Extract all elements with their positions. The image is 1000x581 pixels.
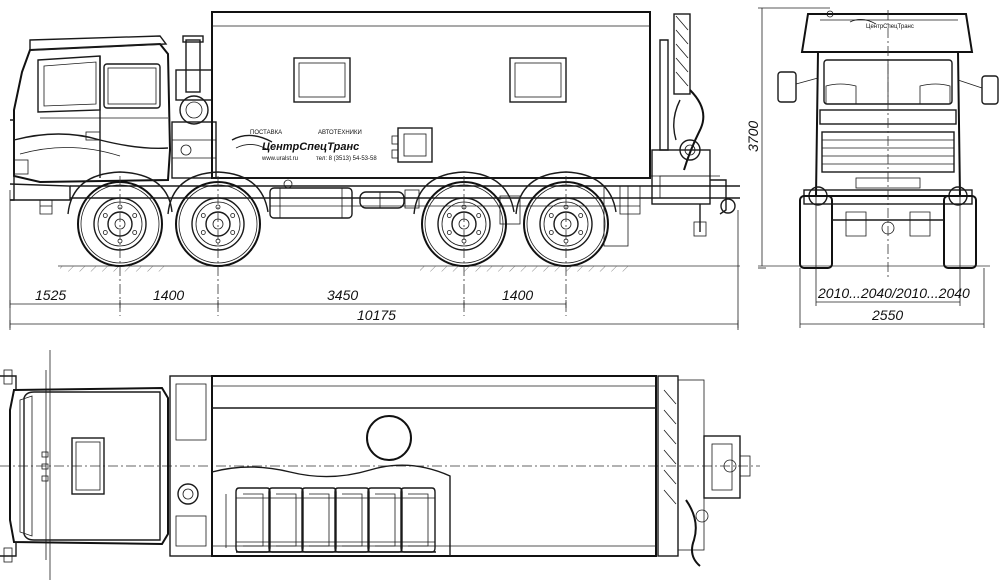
top-engine-area: [169, 375, 213, 557]
roof-hatch: [71, 437, 105, 495]
front-logo: ЦентрСпецТранс: [849, 19, 914, 30]
mirror-right: [981, 75, 999, 105]
air-receiver: [359, 191, 405, 209]
body-logo: ПОСТАВКА АВТОТЕХНИКИ ЦентрСпецТранс www.…: [231, 130, 377, 162]
storage-tanks: [225, 487, 436, 553]
top-body: [211, 375, 657, 557]
dim-front-overhang: 1525: [35, 287, 66, 303]
logo-supply-label: ПОСТАВКА: [250, 130, 282, 136]
fuel-tank: [269, 187, 353, 219]
wheels: [67, 171, 629, 267]
side-view: ПОСТАВКА АВТОТЕХНИКИ ЦентрСпецТранс www.…: [9, 11, 740, 330]
front-view: 3700 ЦентрСпецТранс: [745, 7, 999, 328]
exhaust-intake: [171, 35, 217, 179]
logo-phone: тел: 8 (3513) 54-53-58: [316, 156, 377, 162]
body-window-right: [509, 57, 567, 103]
dim-axle-1-2: 1400: [153, 287, 184, 303]
loader-crane: [650, 13, 736, 237]
logo-website: www.uralst.ru: [261, 156, 298, 162]
cutaway-outline: [211, 464, 451, 556]
dim-axle-2-3: 3450: [327, 287, 358, 303]
logo-brand: ЦентрСпецТранс: [262, 141, 359, 153]
dim-axle-3-4: 1400: [502, 287, 533, 303]
dim-track: 2010...2040/2010...2040: [817, 285, 970, 301]
dim-height: 3700: [745, 121, 761, 152]
top-view: [0, 350, 760, 580]
dimension-lines: 1525 1400 3450 1400 10175: [9, 190, 739, 330]
logo-service-label: АВТОТЕХНИКИ: [318, 130, 362, 136]
cab-roof-spoiler: [29, 35, 168, 51]
service-body: ПОСТАВКА АВТОТЕХНИКИ ЦентрСпецТранс www.…: [211, 11, 651, 179]
cab: [9, 35, 172, 215]
roof-vent: [366, 415, 412, 461]
top-cab: [0, 369, 169, 563]
cab-side-window: [103, 63, 161, 109]
top-crane: [657, 375, 751, 567]
body-hatch: [397, 127, 433, 163]
front-logo-brand: ЦентрСпецТранс: [866, 24, 914, 30]
dim-overall-length: 10175: [357, 307, 396, 323]
body-window-left: [293, 57, 351, 103]
mirror-left: [777, 71, 797, 103]
dim-width: 2550: [871, 307, 903, 323]
